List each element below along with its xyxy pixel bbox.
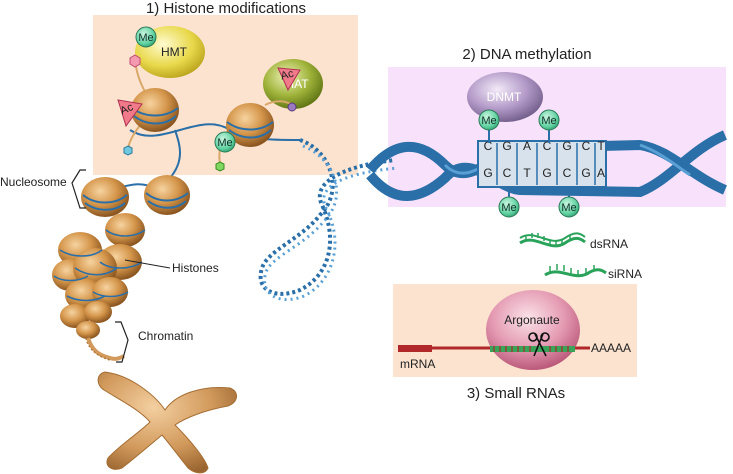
hexagon-marker-blue [123, 145, 133, 156]
nucleosome-left-2 [144, 175, 190, 215]
histones-leader-line [124, 259, 171, 269]
me-label-dna-top-1: Me [481, 115, 496, 127]
me-label-dna-top-2: Me [541, 115, 556, 127]
base-bottom-7: A [597, 166, 605, 180]
dna-coil [258, 138, 399, 302]
base-pair-block [477, 140, 607, 188]
chromatin-label: Chromatin [138, 329, 193, 343]
scissors-icon [528, 332, 550, 357]
dnmt-enzyme: DNMT [467, 72, 543, 122]
me-label-dna-bottom-2: Me [561, 202, 576, 214]
polya-tail-label: AAAAA [591, 341, 631, 355]
base-top-4: C [543, 139, 552, 153]
base-bottom-6: G [581, 166, 590, 180]
linker-dna-down [169, 129, 181, 179]
nucleosome-panel-1 [131, 88, 179, 132]
base-top-1: C [484, 139, 493, 153]
me-mark-dna-bottom-2 [558, 196, 580, 218]
nucleosome-panel-2 [226, 103, 274, 147]
hmt-label: HMT [161, 45, 188, 59]
histones-cluster [52, 213, 146, 339]
dna-double-helix [366, 130, 728, 201]
ac-mark-hat: Ac [277, 67, 301, 92]
hexagon-marker-green [215, 161, 225, 172]
histones-label: Histones [172, 261, 219, 275]
base-bottom-5: C [563, 166, 572, 180]
base-bottom-2: C [503, 166, 512, 180]
ac-mark-left: Ac [117, 99, 143, 128]
me-mark-dna-top-1 [478, 109, 500, 131]
base-top-2: G [502, 139, 511, 153]
me-mark-hmt: Me [135, 26, 157, 48]
me-mark-histone: Me [214, 131, 236, 153]
histone-modifications-title: 1) Histone modifications [146, 0, 306, 17]
sirna-label: siRNA [608, 267, 642, 281]
me-mark-dna-bottom-1 [498, 196, 520, 218]
argonaute-label: Argonaute [504, 313, 560, 327]
base-top-5: G [562, 139, 571, 153]
me-label-hmt: Me [138, 32, 153, 44]
dnmt-label: DNMT [487, 90, 522, 104]
ac-label-left: Ac [118, 101, 135, 118]
mrna-label: mRNA [400, 357, 435, 371]
base-bottom-1: G [483, 166, 492, 180]
base-top-6: C [582, 139, 591, 153]
base-top-7: T [597, 139, 605, 153]
nucleosome-label: Nucleosome [0, 175, 67, 189]
me-label-dna-bottom-1: Me [501, 202, 516, 214]
dna-me-marks: Me Me Me Me [478, 109, 580, 218]
me-mark-dna-top-2 [538, 109, 560, 131]
dsrna-icon [519, 232, 586, 248]
base-bottom-4: G [542, 166, 551, 180]
argonaute-protein: Argonaute [486, 290, 580, 370]
base-pairs: C G G C A T C G G C C G T A [483, 139, 605, 185]
small-rnas-title: 3) Small RNAs [467, 385, 565, 402]
base-top-3: A [523, 139, 531, 153]
ac-label-hat: Ac [279, 68, 295, 83]
base-bottom-3: T [523, 166, 531, 180]
me-label-histone: Me [217, 137, 232, 149]
sirna-icon [544, 264, 607, 278]
dsrna-label: dsRNA [590, 237, 628, 251]
circle-marker-purple [287, 102, 297, 112]
chromosome [97, 371, 237, 474]
nucleosome-left-1 [81, 177, 129, 217]
sirna-guide-strand [490, 346, 575, 352]
linker-dna [129, 123, 301, 141]
hexagon-marker-pink [129, 54, 141, 68]
chromatin-fiber [86, 337, 125, 361]
dna-methylation-title: 2) DNA methylation [462, 46, 591, 63]
nucleosome-bracket [71, 169, 86, 209]
chromatin-bracket [115, 321, 129, 363]
